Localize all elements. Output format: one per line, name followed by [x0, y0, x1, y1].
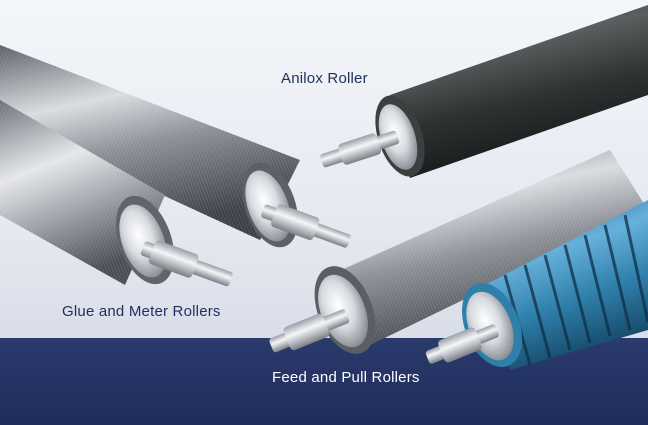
anilox-roller [320, 5, 648, 178]
meter-roller-front [0, 100, 233, 287]
glue-roller-back [0, 45, 351, 248]
feed-roller [269, 150, 648, 354]
feed-pull-rollers-label: Feed and Pull Rollers [272, 369, 420, 386]
glue-meter-rollers-label: Glue and Meter Rollers [62, 303, 221, 320]
anilox-roller-label: Anilox Roller [281, 70, 368, 87]
pull-roller [425, 200, 648, 370]
